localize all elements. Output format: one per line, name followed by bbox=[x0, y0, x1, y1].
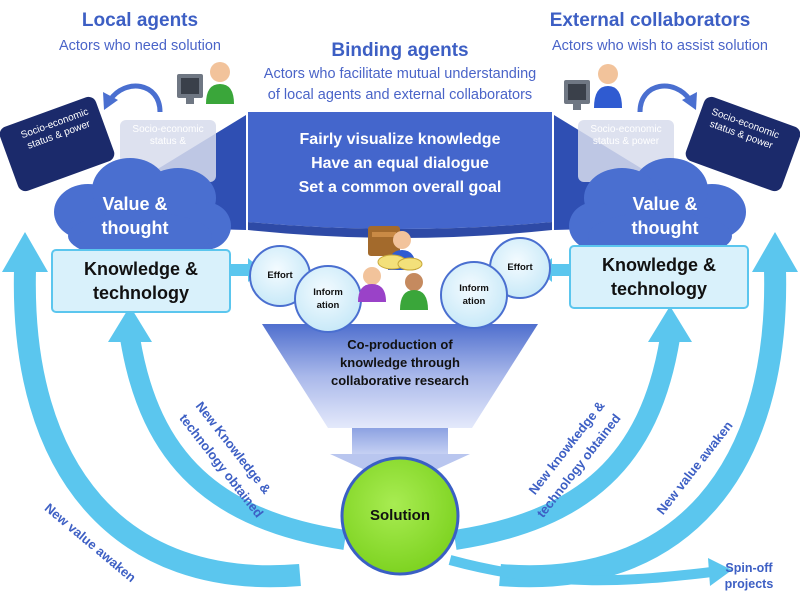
information-label-right: Inform ation bbox=[459, 283, 489, 307]
banner-line-visualize: Fairly visualize knowledge bbox=[299, 131, 501, 148]
effort-label-right: Effort bbox=[507, 262, 533, 273]
socio-box-left bbox=[0, 96, 115, 192]
banner-line-dialogue: Have an equal dialogue bbox=[311, 155, 489, 172]
value-thought-right: Value & thought bbox=[631, 194, 699, 238]
loop-arrow-left-outer bbox=[2, 232, 301, 588]
external-collaborators-title: External collaborators bbox=[549, 10, 751, 31]
loop-arrow-left-inner bbox=[108, 306, 347, 550]
binding-agents-subtitle-line2: of local agents and external collaborato… bbox=[267, 87, 533, 103]
external-collaborator-person-icon bbox=[564, 64, 622, 110]
effort-label-left: Effort bbox=[267, 270, 293, 281]
spin-off-line2: projects bbox=[724, 577, 774, 591]
external-collaborators-subtitle: Actors who wish to assist solution bbox=[552, 38, 768, 54]
value-thought-left: Value & thought bbox=[101, 194, 169, 238]
banner-line-goal: Set a common overall goal bbox=[298, 179, 502, 196]
spin-off-line1: Spin-off bbox=[725, 561, 773, 575]
cloud-left bbox=[54, 158, 231, 260]
binding-agents-title: Binding agents bbox=[331, 40, 469, 61]
socio-ghost-text-right: Socio-economic status & power bbox=[590, 124, 662, 147]
knowledge-technology-right: Knowledge & technology bbox=[601, 255, 716, 299]
knowledge-technology-left: Knowledge & technology bbox=[83, 259, 198, 303]
solution-label: Solution bbox=[370, 507, 430, 524]
curved-arrow-left bbox=[107, 83, 163, 113]
loop-arrow-right-outer bbox=[499, 232, 798, 588]
curved-arrow-right bbox=[637, 83, 693, 113]
local-agents-title: Local agents bbox=[81, 10, 199, 31]
local-agent-person-icon bbox=[177, 62, 234, 104]
loop-arrow-right-inner bbox=[453, 306, 692, 550]
binding-agents-group-icon bbox=[358, 226, 428, 310]
local-agents-subtitle: Actors who need solution bbox=[58, 38, 221, 54]
knowledge-box-right bbox=[569, 245, 749, 309]
bubble-information-right bbox=[440, 261, 508, 329]
socio-box-right bbox=[685, 96, 800, 192]
knowledge-box-left bbox=[51, 249, 231, 313]
socio-ghost-text-left: Socio-economic status & bbox=[132, 124, 204, 147]
spin-off-arrow bbox=[448, 555, 732, 586]
information-label-left: Inform ation bbox=[313, 287, 343, 311]
binding-agents-subtitle-line1: Actors who facilitate mutual understandi… bbox=[263, 66, 537, 82]
solution-circle bbox=[340, 456, 460, 576]
funnel-text: Co-production of knowledge through colla… bbox=[330, 337, 470, 388]
